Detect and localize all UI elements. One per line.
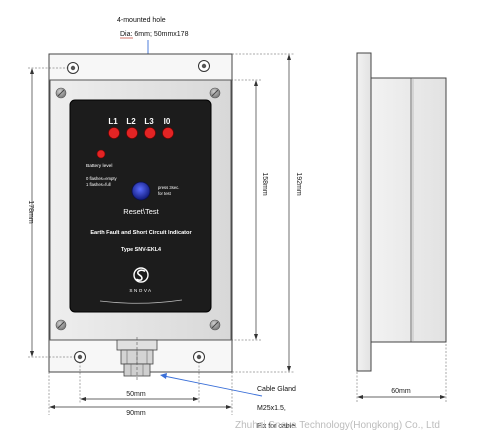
front-panel [69,99,212,313]
dim-label-192: 192mm [295,172,302,196]
led-label-l1: L1 [108,117,118,126]
led-label-l2: L2 [126,117,136,126]
side-view-body [370,77,447,343]
cable-gland-arrow [160,373,167,379]
mount-hole-title: 4-mounted hole [117,17,166,24]
led-label-l3: L3 [144,117,154,126]
led-l1 [108,127,120,139]
battery-note-empty: 0 flashes=empty [86,176,118,181]
cable-gland-leader [163,375,263,397]
reset-test-label: Reset\Test [123,207,159,216]
reset-test-button[interactable] [131,181,151,201]
dim-label-50: 50mm [126,391,146,398]
led-i0 [162,127,174,139]
product-title: Earth Fault and Short Circuit Indicator [90,230,192,236]
dimension-depth: 60mm [356,344,447,402]
screw-tl [55,87,67,99]
led-label-i0: I0 [164,117,171,126]
dimension-height-panel: 158mm [231,79,268,341]
dimension-width-holes: 50mm [79,362,200,404]
dim-label-60: 60mm [391,388,411,395]
cable-gland-title: Cable Gland [257,386,296,393]
product-type: Type SNV-EKL4 [121,247,161,253]
brand-name: SNOVA [129,288,152,293]
screw-br [209,319,221,331]
mounting-hole-tl [67,62,79,74]
press-note-1: press 3sec. [158,185,179,190]
battery-led [96,149,106,159]
dimension-height-outer: 192mm [232,53,302,373]
dim-label-178: 178mm [27,200,34,224]
mount-hole-detail: Dia: 6mm; 50mmx178 [120,31,189,38]
company-watermark: Zhuhai Snova Technology(Hongkong) Co., L… [235,420,440,431]
led-l3 [144,127,156,139]
brand-swoosh [99,299,183,304]
mounting-hole-tr [198,60,210,72]
dim-label-158: 158mm [261,172,268,196]
dim-label-90: 90mm [126,410,146,417]
screw-tr [209,87,221,99]
press-note-2: for test [158,191,172,196]
side-view-plate [356,52,372,372]
dimension-height-mount: 178mm [27,67,76,358]
battery-label: Battery level [86,163,112,169]
mounting-hole-br [193,351,205,363]
battery-note-full: 1 flashes=full [86,182,111,187]
dimension-width-outer: 90mm [48,372,233,417]
mounting-hole-bl [74,351,86,363]
screw-bl [55,319,67,331]
snova-logo-icon [133,267,149,283]
cable-gland-note: Fix for cable [257,423,295,430]
cable-gland-size: M25x1.5, [257,405,286,412]
led-l2 [126,127,138,139]
